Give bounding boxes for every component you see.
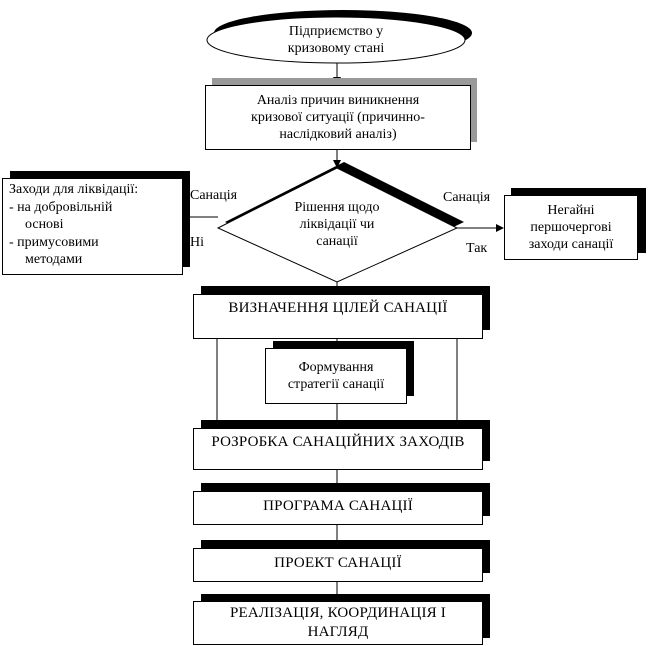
liquidation-item-1-cont: основі [25,217,64,232]
analysis-box-shape [205,85,471,150]
strategy-text: Формування стратегії санації [266,349,406,403]
urgent-line-2: першочергові [530,220,612,235]
urgent-measures-box [504,188,646,260]
measures-text: РОЗРОБКА САНАЦІЙНИХ ЗАХОДІВ [211,433,465,450]
project-box [193,540,490,582]
implementation-line-2: НАГЛЯД [307,624,369,640]
right-branch-label-top: Санація [443,190,491,205]
urgent-measures-box-shape [504,195,638,260]
measures-box [193,420,490,470]
analysis-line-2: кризової ситуації (причинно- [251,110,425,125]
analysis-line-1: Аналіз причин виникнення [256,93,420,108]
goals-box-shape [193,294,483,339]
liquidation-box-text: Заходи для ліквідації: - на добровільній… [9,181,181,269]
decision-node-text: Рішення щодо ліквідації чи санації [262,196,412,252]
liquidation-item-2: - примусовими [9,234,99,250]
liquidation-title: Заходи для ліквідації: [9,182,139,197]
project-text: ПРОЕКТ САНАЦІЇ [274,554,402,571]
implementation-text: РЕАЛІЗАЦІЯ, КООРДИНАЦІЯ І НАГЛЯД [194,602,482,644]
liquidation-item-2-cont: методами [25,252,83,267]
strategy-box-shape [265,348,407,404]
start-ellipse-shape [206,16,466,64]
start-line-2: кризовому стані [287,41,385,56]
liquidation-box [2,171,190,275]
left-branch-label-top: Санація [190,188,238,203]
right-branch-label-bottom: Так [466,241,488,256]
goals-text: ВИЗНАЧЕННЯ ЦІЛЕЙ САНАЦІЇ [228,299,448,316]
program-box-shape [193,491,483,525]
start-line-1: Підприємство у [288,24,384,39]
liquidation-box-shape [2,178,183,275]
decision-line-2: ліквідації чи [299,216,375,232]
start-node-text: Підприємство у кризовому стані [207,17,465,63]
program-text: ПРОГРАМА САНАЦІЇ [263,497,413,514]
strategy-box [265,341,414,404]
decision-line-3: санації [316,233,358,249]
left-branch-label-bottom: Ні [190,235,204,250]
implementation-box [193,594,490,645]
analysis-box [205,78,477,150]
implementation-box-shape [193,601,483,645]
urgent-measures-text: Негайні першочергові заходи санації [505,196,637,259]
liquidation-item-1: - на добровільній [9,199,113,215]
strategy-line-2: стратегії санації [287,377,385,392]
measures-box-shape [193,428,483,470]
decision-line-1: Рішення щодо [294,199,380,215]
goals-box [193,286,490,339]
urgent-line-1: Негайні [547,203,595,218]
implementation-line-1: РЕАЛІЗАЦІЯ, КООРДИНАЦІЯ І [229,605,446,621]
program-box [193,483,490,525]
analysis-node-text: Аналіз причин виникнення кризової ситуац… [206,86,470,149]
start-ellipse [206,10,472,64]
project-box-shape [193,548,483,582]
analysis-line-3: наслідковий аналіз) [279,127,397,142]
strategy-line-1: Формування [298,360,374,375]
urgent-line-3: заходи санації [528,237,614,252]
